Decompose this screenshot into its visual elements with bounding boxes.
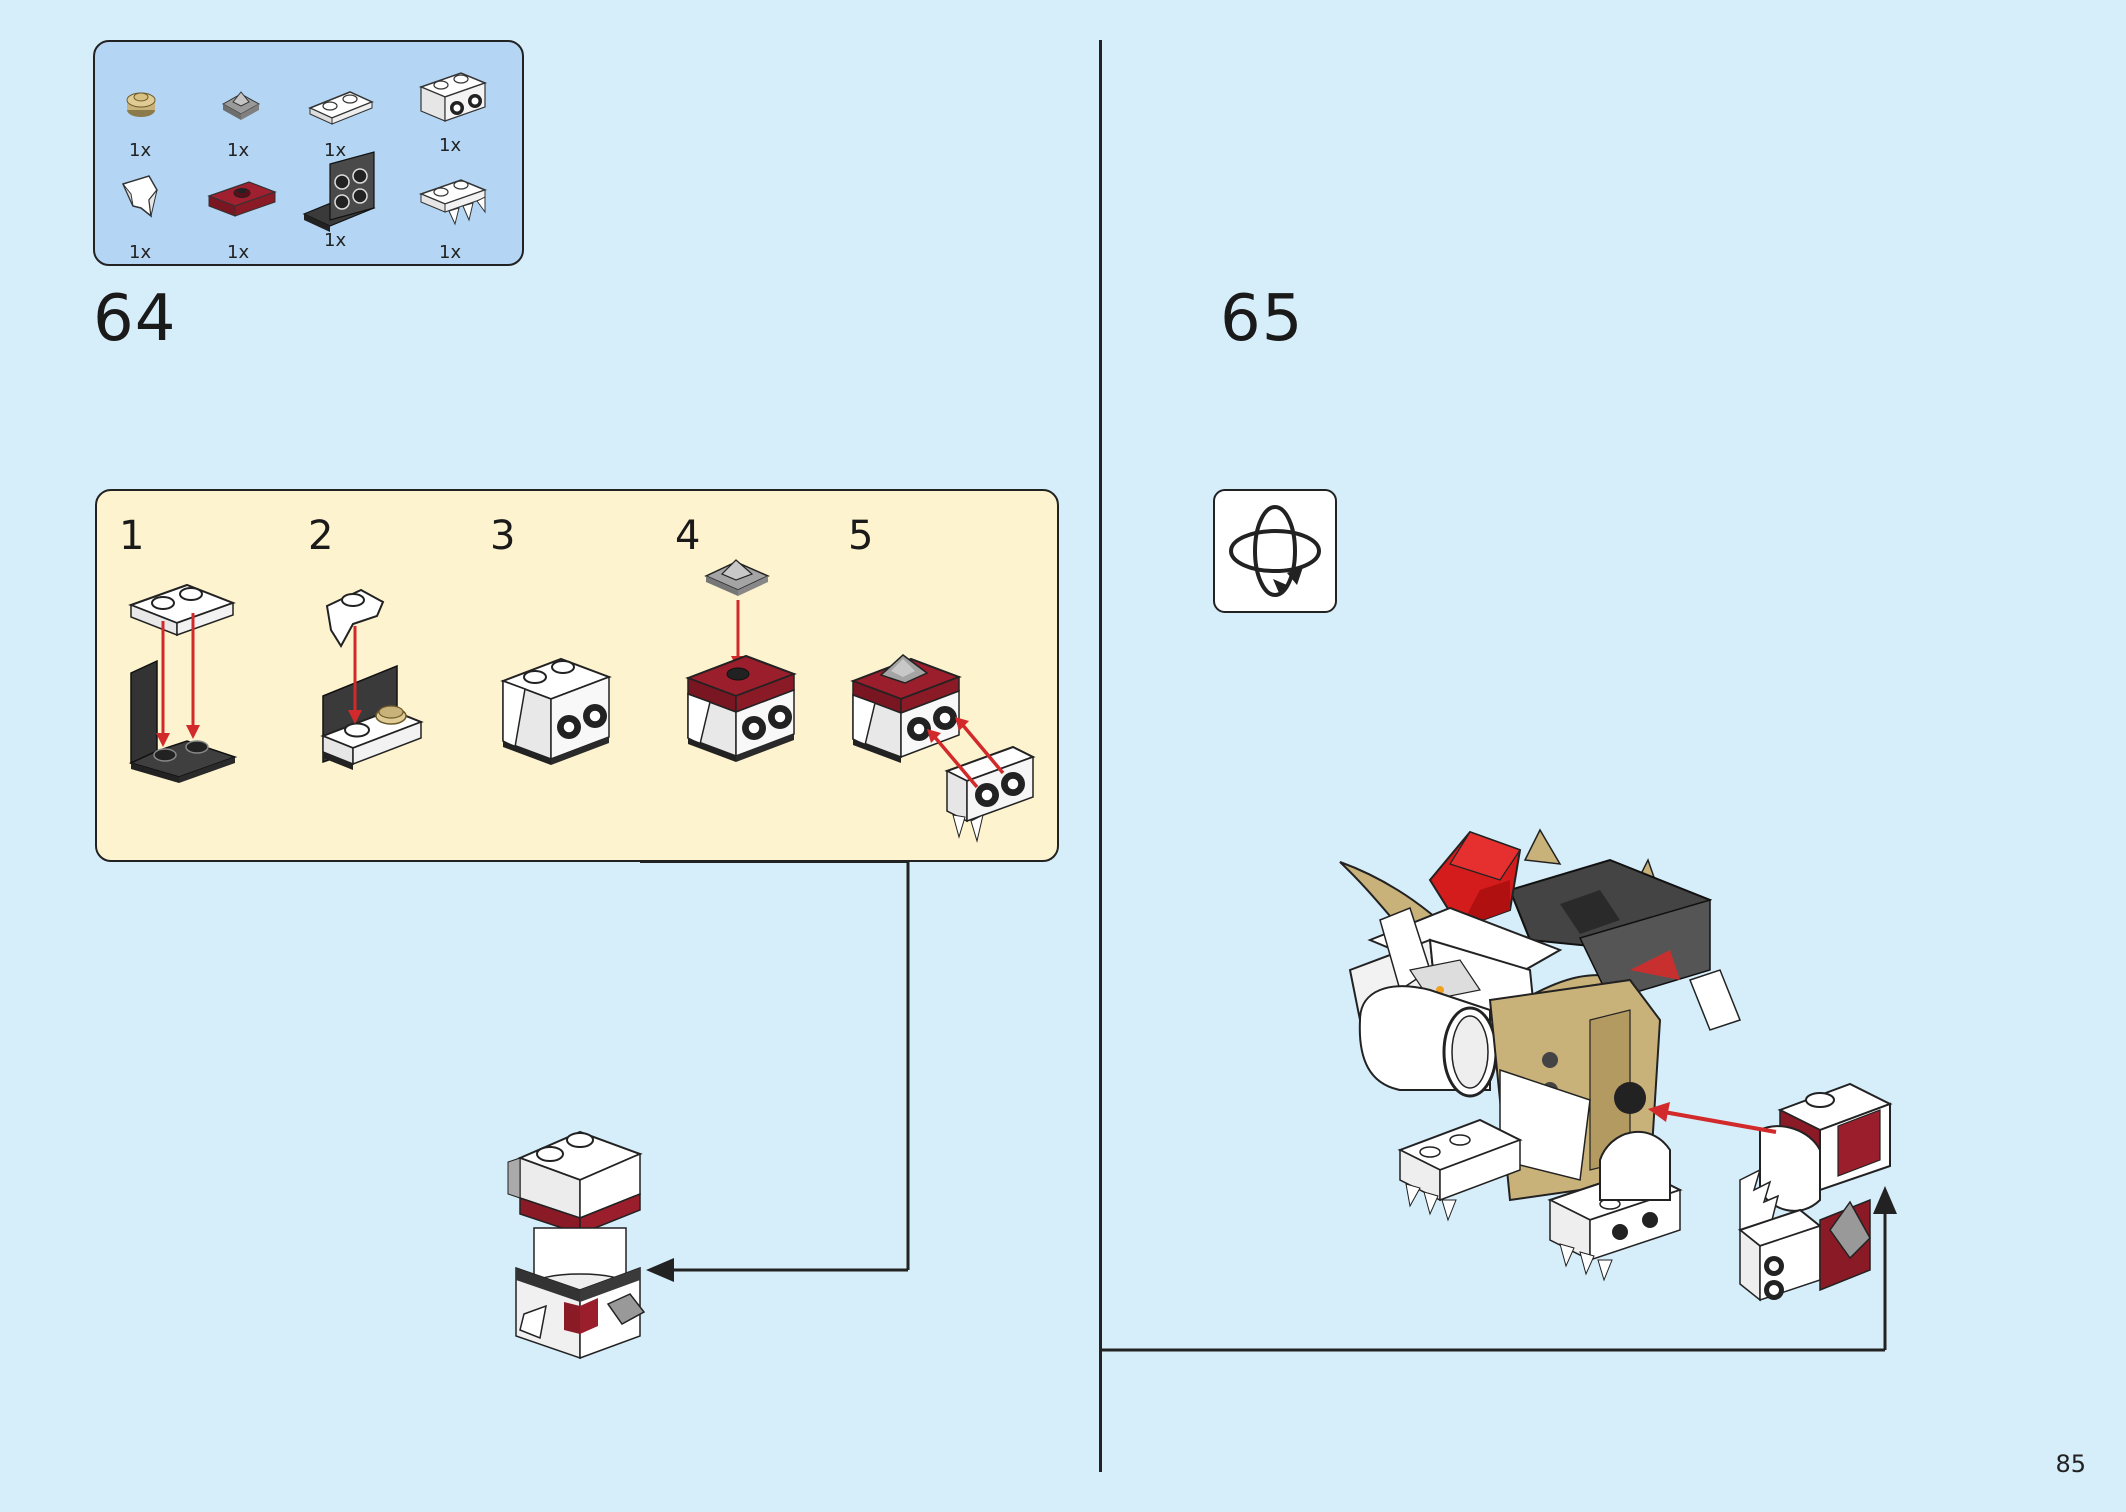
sub-step-2: 2: [308, 513, 334, 559]
step-number-64: 64: [93, 282, 177, 356]
part-qty: 1x: [324, 140, 347, 161]
sub-step-4: 4: [675, 513, 701, 559]
sub-step-2-illustration: [320, 588, 424, 770]
attach-arrow: [1648, 1102, 1777, 1134]
step-number-65: 65: [1220, 282, 1304, 356]
bowser-model-illustration: [1339, 828, 1741, 1282]
sub-assembly-box: 1 2 3 4 5: [95, 489, 1059, 862]
part-dark-red-jumper-plate: 1x: [203, 164, 293, 263]
part-black-bracket-plate: 1x: [300, 151, 390, 251]
arm-subassembly-illustration: [1737, 1082, 1893, 1302]
sub-step-3: 3: [490, 513, 516, 559]
part-white-brick-side-studs: 1x: [415, 57, 505, 156]
sub-step-4-illustration: [685, 559, 797, 762]
sub-step-1-illustration: [128, 583, 238, 783]
part-qty: 1x: [439, 242, 462, 263]
part-white-tooth-piece: 1x: [105, 164, 195, 263]
black-bracket-plate-icon: [302, 151, 376, 232]
white-brick-side-studs-icon: [418, 72, 488, 122]
page-number: 85: [2055, 1450, 2086, 1478]
part-qty: 1x: [227, 242, 250, 263]
leg-assembly-illustration: [507, 1130, 646, 1360]
white-plate-1x2-icon: [308, 91, 374, 125]
part-tan-round-plate: 1x: [105, 62, 195, 161]
part-gray-pyramid-tile: 1x: [203, 62, 293, 161]
sub-step-5-illustration: [850, 654, 1036, 843]
part-qty: 1x: [227, 140, 250, 161]
tan-round-plate-icon: [126, 92, 156, 117]
part-qty: 1x: [439, 135, 462, 156]
callout-leader-line: [640, 861, 910, 1282]
rotate-model-box: [1213, 489, 1337, 613]
parts-list-box: 1x 1x 1x 1x: [93, 40, 524, 266]
sub-step-3-illustration: [500, 657, 612, 765]
sub-step-1: 1: [119, 513, 145, 559]
dark-red-jumper-plate-icon: [207, 181, 277, 217]
gray-pyramid-tile-icon: [221, 91, 261, 120]
sub-step-5: 5: [848, 513, 874, 559]
white-plate-teeth-icon: [418, 179, 488, 226]
page-divider: [1099, 40, 1102, 1472]
part-white-plate-teeth: 1x: [415, 164, 505, 263]
part-qty: 1x: [129, 242, 152, 263]
rotate-model-icon: [1229, 505, 1321, 597]
callout-leader-line-right: [1099, 1186, 1897, 1352]
part-qty: 1x: [324, 230, 347, 251]
white-tooth-piece-icon: [121, 175, 158, 218]
part-qty: 1x: [129, 140, 152, 161]
part-white-plate-1x2: 1x: [300, 62, 390, 161]
